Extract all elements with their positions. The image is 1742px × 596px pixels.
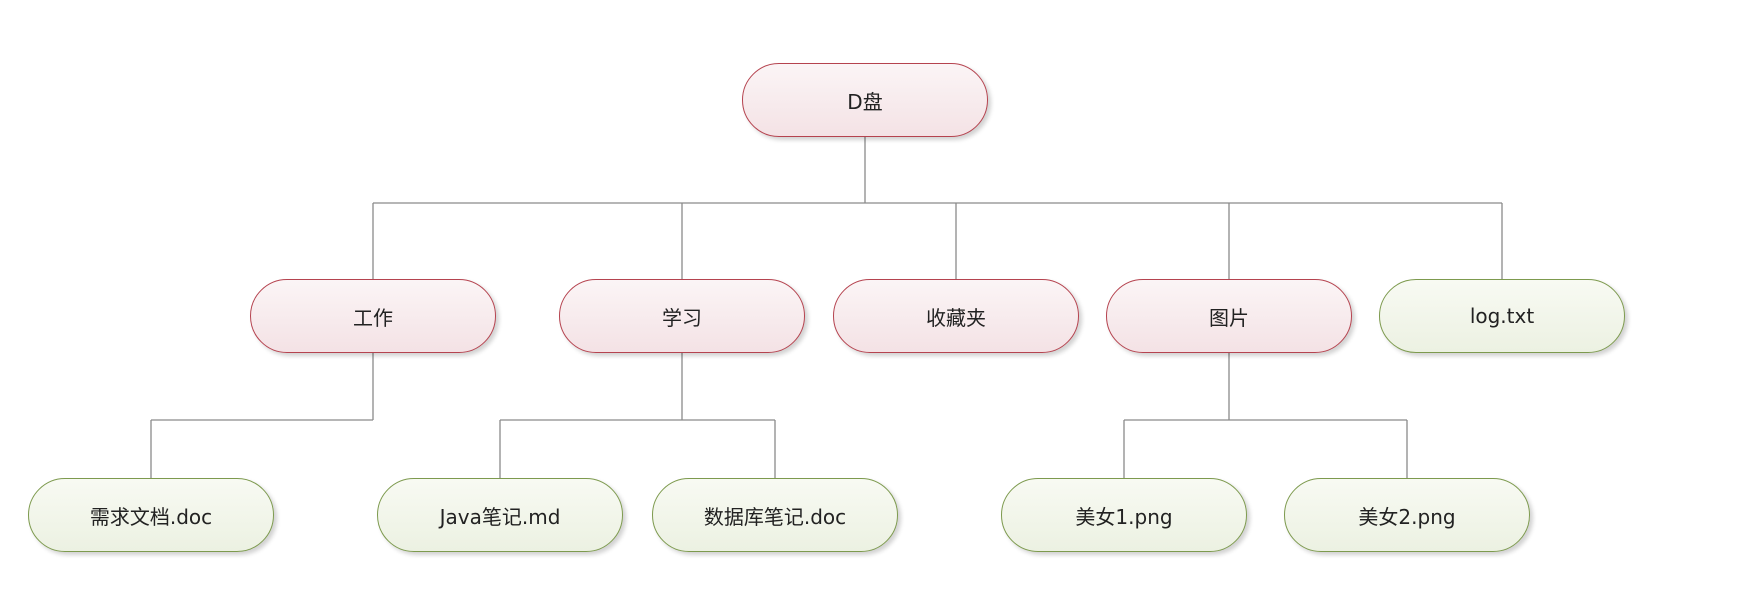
- folder-node-pictures[interactable]: 图片: [1106, 279, 1352, 353]
- folder-node-work[interactable]: 工作: [250, 279, 496, 353]
- folder-node-favorites[interactable]: 收藏夹: [833, 279, 1079, 353]
- node-label: 需求文档.doc: [89, 504, 213, 529]
- folder-node-study[interactable]: 学习: [559, 279, 805, 353]
- file-node-image-2[interactable]: 美女2.png: [1284, 478, 1530, 552]
- file-node-requirements-doc[interactable]: 需求文档.doc: [28, 478, 274, 552]
- node-label: 美女2.png: [1358, 504, 1456, 529]
- file-node-log[interactable]: log.txt: [1379, 279, 1625, 353]
- file-node-image-1[interactable]: 美女1.png: [1001, 478, 1247, 552]
- node-label: 收藏夹: [926, 305, 986, 330]
- node-label: 图片: [1209, 305, 1249, 330]
- folder-node-d-drive[interactable]: D盘: [742, 63, 988, 137]
- file-node-database-notes[interactable]: 数据库笔记.doc: [652, 478, 898, 552]
- node-label: Java笔记.md: [439, 504, 561, 529]
- node-label: 学习: [662, 305, 702, 330]
- node-label: 数据库笔记.doc: [703, 504, 847, 529]
- node-label: 工作: [353, 305, 393, 330]
- node-label: log.txt: [1469, 304, 1535, 328]
- node-label: D盘: [847, 89, 883, 114]
- node-label: 美女1.png: [1075, 504, 1173, 529]
- file-node-java-notes[interactable]: Java笔记.md: [377, 478, 623, 552]
